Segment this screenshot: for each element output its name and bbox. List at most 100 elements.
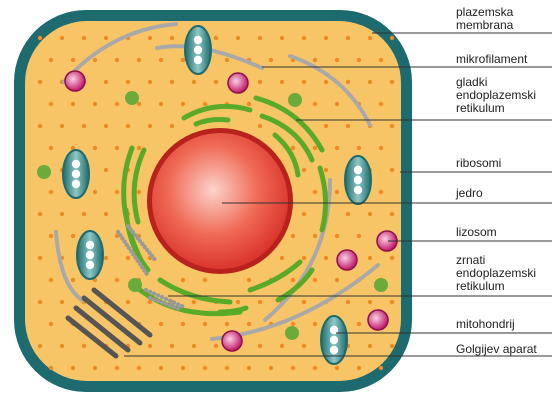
microfilament-top-right: [288, 54, 372, 127]
ribosome-dot: [37, 123, 43, 129]
ribosome-dot: [312, 57, 318, 63]
ribosome-dot: [290, 233, 296, 239]
rough-er-ribosomes: [115, 223, 185, 311]
lysosome: [221, 330, 243, 352]
ribosome-dot: [301, 299, 307, 305]
label-lysosome: lizosom: [456, 225, 497, 239]
ribosome-dot: [70, 101, 76, 107]
ribosome-dot: [224, 365, 230, 371]
ribosome-dot: [279, 343, 285, 349]
ribosome-dot: [389, 79, 395, 85]
ribosome-dot: [378, 57, 384, 63]
ribosome-dot: [378, 365, 384, 371]
ribosome-dot: [103, 167, 109, 173]
ribosome-dot: [268, 365, 274, 371]
ribosome-dot: [125, 79, 131, 85]
ribosome-dot: [367, 35, 373, 41]
ribosome-dot: [169, 79, 175, 85]
ribosome-dot: [59, 211, 65, 217]
ribosome-dot: [136, 189, 142, 195]
ribosome-dot: [103, 255, 109, 261]
ribosome-dot: [235, 299, 241, 305]
ribosome-dot: [125, 299, 131, 305]
er-ribosome: [118, 233, 123, 238]
ribosome-dot: [345, 123, 351, 129]
nucleus: [152, 133, 288, 269]
er-ribosome: [128, 226, 133, 232]
ribosome-dot: [389, 343, 395, 349]
er-ribosome: [135, 235, 140, 241]
ribosome-dot: [158, 57, 164, 63]
ribosome-dot: [334, 101, 340, 107]
ribosome-dot: [48, 189, 54, 195]
ribosome-dot: [136, 101, 142, 107]
ribosome-dot: [37, 255, 43, 261]
ribosome-dot: [213, 343, 219, 349]
er-ribosome: [133, 232, 138, 238]
ribosome-dot: [246, 365, 252, 371]
label-ribosomes: ribosomi: [456, 156, 502, 170]
ribosome-dot: [202, 101, 208, 107]
er-ribosome: [147, 250, 152, 256]
ribosome-dot: [345, 211, 351, 217]
er-ribosome: [163, 301, 169, 307]
er-ribosome: [124, 242, 129, 247]
label-microfilament: mikrofilament: [456, 52, 528, 66]
ribosome-dot: [345, 299, 351, 305]
label-nucleus: jedro: [456, 186, 483, 200]
er-ribosome: [155, 298, 161, 304]
ribosome-dot: [37, 35, 43, 41]
ribosome-dot: [312, 365, 318, 371]
ribosome-dot: [114, 365, 120, 371]
ribosome-dot: [356, 57, 362, 63]
ribosome-dot: [114, 101, 120, 107]
ribosome-dot: [312, 145, 318, 151]
ribosome-dot: [279, 79, 285, 85]
smooth-endoplasmic-reticulum: [181, 95, 328, 233]
ribosome-dot: [59, 299, 65, 305]
ribosome-dot: [180, 101, 186, 107]
ribosome-dot: [202, 365, 208, 371]
ribosome-dot: [257, 79, 263, 85]
ribosome-dot: [70, 57, 76, 63]
ribosome-dot: [37, 79, 43, 85]
ribosome-dot: [37, 299, 43, 305]
er-ribosome: [159, 295, 165, 300]
ribosome-dot: [367, 79, 373, 85]
ribosome-dot: [257, 299, 263, 305]
mitochondrion: [184, 25, 212, 75]
ribosome-dot: [59, 343, 65, 349]
ribosome-dot: [334, 57, 340, 63]
er-ribosome: [167, 303, 173, 308]
ribosome-dot: [48, 101, 54, 107]
ribosome-dot: [125, 123, 131, 129]
ribosome-dot: [367, 211, 373, 217]
ribosome-dot: [81, 211, 87, 217]
ribosome-dot: [114, 57, 120, 63]
ribosome-dot: [103, 123, 109, 129]
ribosome-dot: [323, 255, 329, 261]
ribosome-dot: [279, 255, 285, 261]
ribosome-dot: [246, 101, 252, 107]
vesicle: [128, 278, 142, 292]
ribosome-dot: [103, 211, 109, 217]
ribosome-dot: [81, 343, 87, 349]
er-ribosome: [179, 304, 185, 309]
ribosome-dot: [114, 277, 120, 283]
label-golgi: Golgijev aparat: [456, 342, 537, 356]
ribosome-dot: [345, 79, 351, 85]
ribosome-dot: [147, 123, 153, 129]
ribosome-dot: [290, 365, 296, 371]
er-ribosome: [140, 265, 145, 270]
er-ribosome: [155, 293, 161, 298]
ribosome-dot: [301, 211, 307, 217]
ribosome-dot: [202, 277, 208, 283]
ribosome-dot: [48, 365, 54, 371]
er-ribosome: [167, 298, 173, 303]
mitochondria: [62, 25, 372, 365]
er-ribosome: [131, 252, 136, 257]
ribosome-dot: [323, 79, 329, 85]
er-ribosome: [142, 268, 147, 273]
vesicle: [285, 326, 299, 340]
er-ribosome: [171, 304, 177, 310]
